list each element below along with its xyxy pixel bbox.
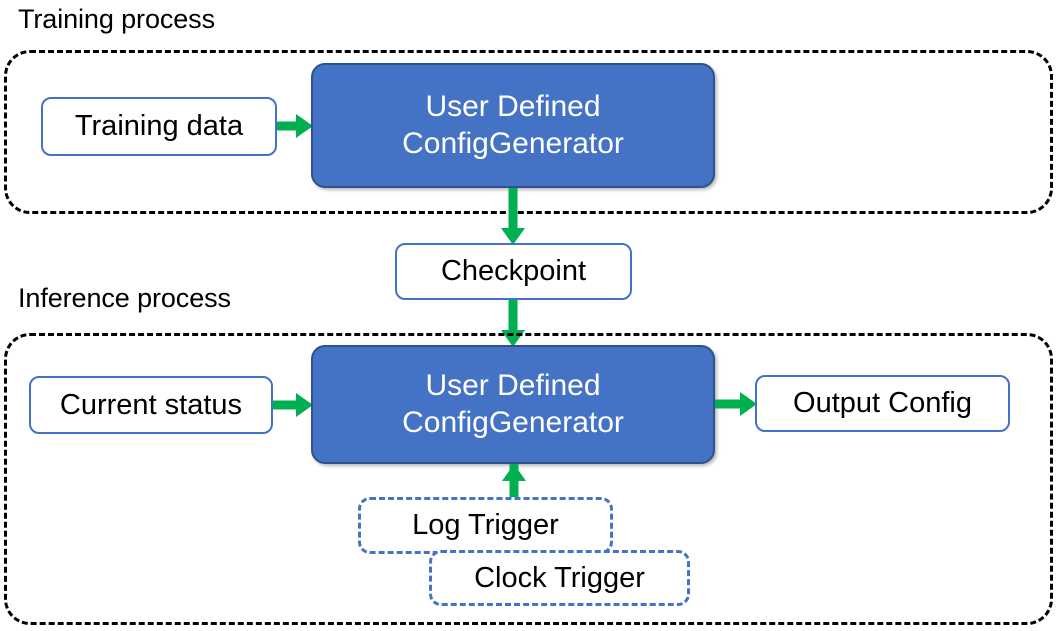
node-current-status[interactable]: Current status — [29, 376, 273, 434]
arrow-generator-to-checkpoint — [499, 188, 527, 245]
arrow-shaft — [508, 188, 518, 230]
arrow-head-up-icon — [502, 464, 526, 481]
block-title-line-2: ConfigGenerator — [402, 126, 624, 160]
arrow-head-down-icon — [501, 228, 525, 245]
arrow-triggers-to-generator — [500, 464, 528, 500]
arrow-shaft — [277, 121, 298, 131]
arrow-head-right-icon — [296, 114, 313, 138]
block-title-line-1: User Defined — [425, 89, 601, 123]
arrow-shaft — [509, 464, 519, 500]
node-output-config[interactable]: Output Config — [755, 375, 1010, 432]
arrow-shaft — [715, 399, 742, 409]
node-checkpoint[interactable]: Checkpoint — [395, 243, 632, 300]
arrow-generator-to-output-config — [715, 390, 757, 418]
arrow-head-right-icon — [740, 392, 757, 416]
inference-process-container — [4, 333, 1053, 625]
block-training-user-defined-configgenerator[interactable]: User Defined ConfigGenerator — [311, 63, 715, 188]
node-training-data[interactable]: Training data — [41, 97, 277, 156]
block-title-line-1: User Defined — [425, 368, 601, 402]
arrow-shaft — [508, 300, 518, 332]
training-process-label: Training process — [18, 4, 215, 34]
arrow-head-right-icon — [296, 393, 313, 417]
block-title-line-2: ConfigGenerator — [402, 405, 624, 439]
inference-process-label: Inference process — [18, 283, 231, 313]
node-clock-trigger[interactable]: Clock Trigger — [429, 550, 690, 606]
training-process-container — [4, 50, 1053, 214]
arrow-current-status-to-generator — [273, 391, 313, 419]
arrow-training-data-to-generator — [277, 112, 313, 140]
node-log-trigger[interactable]: Log Trigger — [358, 497, 613, 554]
block-inference-user-defined-configgenerator[interactable]: User Defined ConfigGenerator — [311, 345, 715, 464]
arrow-shaft — [273, 400, 298, 410]
